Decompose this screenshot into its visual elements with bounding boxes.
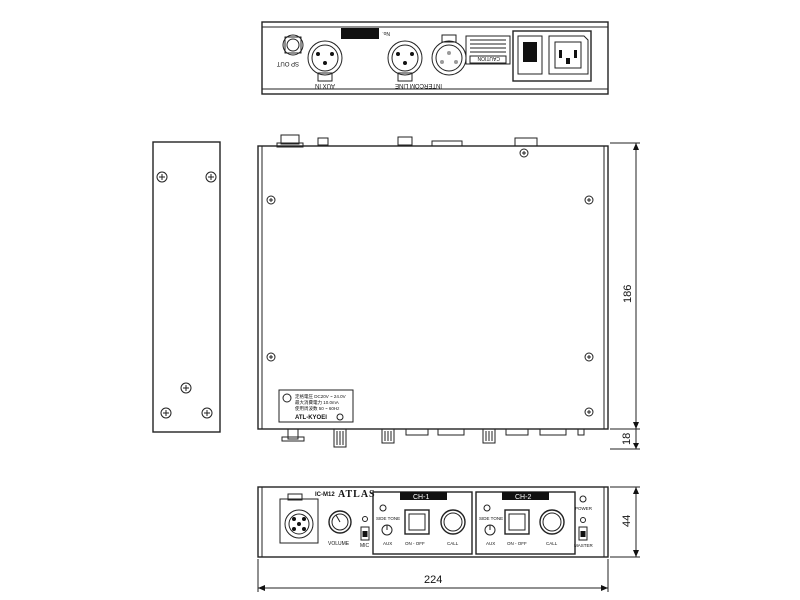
width-dimension: 224 xyxy=(424,574,442,586)
power-led-icon xyxy=(579,495,587,503)
channel-1-onoff-button xyxy=(404,509,430,535)
aux-in-label: AUX IN xyxy=(315,82,335,88)
intercom-line-label: INTERCOM LINE xyxy=(395,82,442,88)
intercom-connector-2-icon xyxy=(431,34,467,76)
screw-icon xyxy=(584,195,594,205)
channel-2-onoff-button xyxy=(504,509,530,535)
spec-line-2: 最大消費電力 10.0mA xyxy=(295,399,339,406)
power-label: POWER xyxy=(575,506,593,511)
caution-block: CAUTION xyxy=(465,35,511,65)
channel-2-aux-label: AUX xyxy=(486,541,495,546)
side-plate-outline xyxy=(152,141,221,433)
bottom-view-outline xyxy=(257,145,609,430)
screw-icon xyxy=(266,195,276,205)
bottom-view: 定格電圧 DC20V ~ 24.0V 最大消費電力 10.0mA 使用周波数 5… xyxy=(257,134,609,448)
screw-icon xyxy=(205,171,217,183)
intercom-connector-1-icon xyxy=(387,40,423,82)
caution-label: CAUTION xyxy=(477,55,500,61)
serial-label: No. xyxy=(382,30,390,36)
rear-panel-outline xyxy=(261,21,609,95)
volume-label: VOLUME xyxy=(328,541,350,547)
mic-switch-icon xyxy=(360,516,370,541)
channel-1-aux-knob-icon xyxy=(381,524,393,536)
channel-1-aux-label: AUX xyxy=(383,541,392,546)
master-label: MASTER xyxy=(574,543,594,548)
serial-plate xyxy=(341,28,379,39)
screw-icon xyxy=(519,148,529,158)
channel-1-block: CH-1 SIDE TONE AUX ON - OFF CALL xyxy=(372,491,473,555)
spec-line-3: 使用周波数 50 ~ 60Hz xyxy=(295,405,340,412)
screw-icon xyxy=(156,171,168,183)
channel-2-block: CH-2 SIDE TONE AUX ON - OFF CALL xyxy=(475,491,576,555)
rear-panel-view: No. SP OUT AUX IN xyxy=(261,21,609,95)
brand-label-bottom: ATL-KYOEI xyxy=(295,415,327,421)
channel-2-call-button xyxy=(539,509,565,535)
front-panel-view: IC-M12 ATLAS VOLUME MIC CH-1 SIDE TONE xyxy=(257,486,609,558)
aux-in-connector-icon xyxy=(307,40,343,82)
channel-2-aux-knob-icon xyxy=(484,524,496,536)
spec-label-plate xyxy=(278,389,354,423)
brand-logo: ATLAS xyxy=(338,489,376,500)
depth-dimension: 186 xyxy=(622,285,634,303)
channel-2-call-label: CALL xyxy=(546,541,558,546)
screw-icon xyxy=(584,352,594,362)
volume-knob-icon xyxy=(328,510,352,534)
model-label: IC-M12 xyxy=(315,492,335,498)
screw-icon xyxy=(201,407,213,419)
channel-2-side-tone: SIDE TONE xyxy=(479,516,503,521)
mic-label: MIC xyxy=(360,543,370,549)
screw-icon xyxy=(584,407,594,417)
side-plate-view xyxy=(152,141,221,433)
channel-1-side-tone: SIDE TONE xyxy=(376,516,400,521)
sp-out-jack-icon xyxy=(282,34,304,56)
spec-line-1: 定格電圧 DC20V ~ 24.0V xyxy=(295,393,346,400)
channel-2-onoff-label: ON - OFF xyxy=(507,541,527,546)
channel-2-name: CH-2 xyxy=(515,494,531,501)
screw-icon xyxy=(266,352,276,362)
height-front-dimension: 44 xyxy=(621,515,633,527)
channel-1-call-button xyxy=(440,509,466,535)
master-switch-icon xyxy=(578,526,588,541)
screw-icon xyxy=(160,407,172,419)
power-inlet-icon xyxy=(512,30,592,82)
sp-out-label: SP OUT xyxy=(276,60,299,66)
dimension-lines: 186 18 44 224 xyxy=(257,142,640,592)
channel-1-call-label: CALL xyxy=(447,541,459,546)
height-small-dimension: 18 xyxy=(621,433,633,445)
channel-1-name: CH-1 xyxy=(413,494,429,501)
channel-1-onoff-label: ON - OFF xyxy=(405,541,425,546)
headset-connector-icon xyxy=(279,493,319,544)
screw-icon xyxy=(180,382,192,394)
